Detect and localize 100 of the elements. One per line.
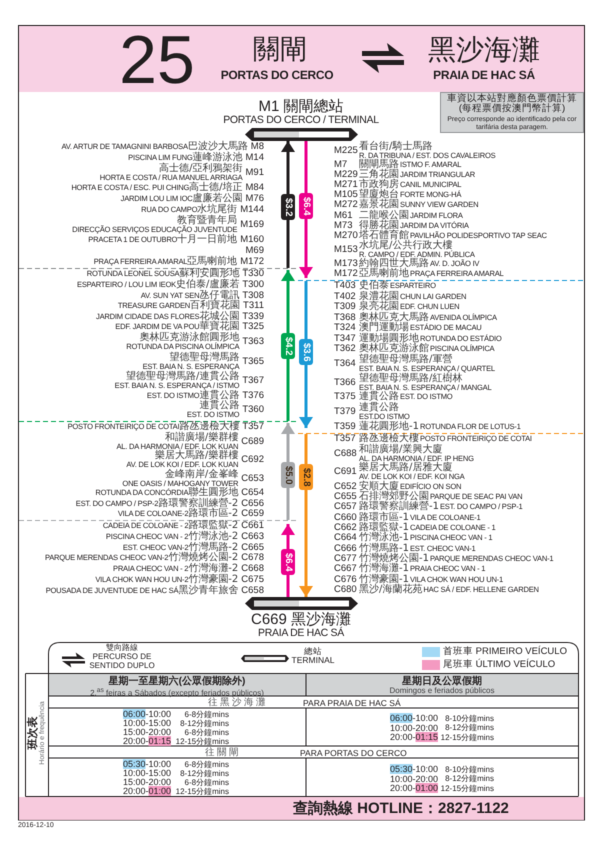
stop-name: 看台街/騎士馬路 — [359, 142, 434, 152]
stop-name: 路環監獄-1 — [359, 522, 409, 533]
fare-tag: $4.2 — [281, 333, 295, 359]
terminus-name: PORTAS DO CERCO — [220, 69, 334, 82]
direction-heading: 往關閘 — [205, 748, 241, 758]
stop-name: 路氹邊檢大樓 — [359, 434, 419, 444]
route-arrow — [281, 423, 295, 462]
headway-text: 6-8分鐘mins — [184, 778, 229, 786]
stop-code: M169 — [240, 220, 264, 230]
route-line — [286, 220, 290, 268]
route-line — [286, 575, 290, 597]
fare-tag: $3.2 — [281, 194, 295, 220]
stop-name: 約翰四世大馬路 — [359, 258, 429, 269]
stop-code: C655 — [334, 492, 358, 502]
stop-name: 竹灣燒烤公園-2 — [168, 553, 238, 564]
stop-name: 塔石體育館 — [359, 230, 409, 241]
stop-name: 教育暨青年局 — [177, 216, 238, 226]
stop-code: T362 — [334, 344, 357, 354]
time-range: 15:00-20:00 — [122, 777, 172, 787]
time-range: 20:00-01:00 — [390, 783, 438, 793]
stop-name: 竹灣豪園-1 — [359, 574, 409, 584]
stop-code: C663 — [241, 532, 264, 542]
stop-name: 望德聖母灣馬路/軍營 — [359, 354, 454, 365]
route-arrow — [299, 490, 313, 597]
stop-name: 竹灣海灘-1 — [359, 564, 409, 574]
stop-name: 氹仔電訊 — [199, 290, 240, 301]
stop-code: M61 — [334, 210, 354, 221]
stop-name: 和諧廣場/業興大廈 — [359, 444, 444, 455]
stop-name: 得勝花園 — [359, 220, 399, 231]
direction-heading: PARA PORTAS DO CERCO — [300, 748, 407, 758]
stop-name: 安順大廈 — [359, 482, 399, 492]
stop-code: C676 — [334, 574, 358, 584]
time-range: 05:30-10:00 — [122, 759, 172, 769]
stop-name: 二龍喉公園 — [359, 210, 409, 221]
fare-note-panel — [440, 92, 584, 133]
stop-name: 奧林匹克游泳館 — [359, 344, 429, 354]
stop-name: 竹灣泳池-1 — [359, 533, 409, 544]
stop-code: T379 — [334, 407, 357, 418]
stop-name: 望德聖母灣馬路 — [169, 352, 240, 362]
stop-name: 連貫公路 — [359, 392, 399, 402]
stop-name: 連貫公路 — [199, 390, 240, 401]
route-arrow — [299, 219, 313, 278]
column-heading: 2.$^{as}$ feiras a Sábados (excepto feriados públicos) — [90, 686, 264, 698]
stop-code: C677 — [334, 554, 358, 564]
stop-code: M69 — [246, 246, 264, 256]
time-range: 05:30-10:00 — [390, 764, 438, 774]
stop-name: 蓮花圓形地-1 — [359, 422, 419, 432]
stop-code: C657 — [334, 502, 358, 512]
stop-code: M229 — [334, 170, 359, 180]
stop-name: 路環市區-2 — [188, 508, 238, 519]
headway-text: 6-8分鐘mins — [184, 760, 229, 768]
stop-code: T363 — [242, 337, 264, 348]
stop-code: T308 — [242, 290, 264, 301]
headway-text: 12-15分鐘mins — [440, 732, 494, 742]
hotline-text: 查詢熱線 HOTLINE：2827-1122 — [293, 800, 509, 817]
time-range: 06:00-10:00 — [122, 709, 172, 719]
time-range: 10:00-20:00 — [390, 774, 438, 784]
stop-code: M73 — [334, 220, 354, 231]
stop-code: T403 — [334, 281, 357, 292]
stop-code: T364 — [334, 358, 357, 369]
stop-name: 十月一日前地 — [177, 235, 238, 246]
fare-tag: $3.6 — [299, 339, 313, 365]
stop-code: T368 — [334, 312, 357, 323]
stop-name: 運動場圓形地 — [359, 334, 419, 344]
stop-name: 史伯泰/盧廉若 — [176, 280, 240, 290]
terminal-name: M1 關閘總站 — [258, 99, 344, 114]
route-number: 25 — [118, 26, 196, 94]
stop-code: C652 — [334, 482, 358, 492]
stop-code: C656 — [241, 498, 264, 509]
stop-code: T357 — [242, 422, 264, 432]
terminus-name: 黑沙海灘 — [427, 36, 541, 64]
stop-name: 百利寶花園 — [190, 301, 240, 312]
direction-heading: PARA PRAIA DE HAC SÁ — [303, 698, 401, 708]
stop-name: 路氹邊檢大樓 — [179, 422, 240, 432]
stop-name: 連貫公路 — [359, 403, 400, 414]
stop-code: M172 — [240, 256, 264, 267]
stop-code: C675 — [241, 574, 264, 585]
stop-name: 路環警察訓練營-1 — [359, 502, 439, 512]
stop-code: M84 — [246, 183, 264, 194]
stop-name: 和諧廣場/樂群樓 — [164, 432, 238, 443]
stop-name: 樂居大馬路/居雅大廈 — [359, 463, 454, 474]
stop-name: 竹灣泳池-2 — [188, 532, 238, 542]
stop-code: T347 — [334, 334, 357, 344]
route-arrow — [281, 524, 295, 549]
stop-name: 高士德/亞利鴉架街 — [159, 164, 243, 174]
terminal-name: PRAIA DE HAC SÁ — [258, 627, 344, 639]
stop-code: C662 — [334, 522, 358, 533]
stop-name: 水坑尾/公共行政大樓 — [359, 240, 452, 251]
stop-name: 蓮峰游泳池 — [192, 153, 243, 164]
stop-name: 望德聖母灣馬路/連貫公路 — [126, 372, 240, 382]
direction-heading: 往黑沙海灘 — [208, 698, 268, 708]
time-range: 20:00-01:00 — [122, 786, 172, 796]
stop-code: T300 — [242, 280, 264, 290]
stop-name: 樂居大馬路/樂群樓 — [154, 451, 238, 462]
stop-code: C667 — [334, 564, 358, 574]
terminal-name: PORTAS DO CERCO / TERMINAL — [223, 114, 379, 126]
fare-tag: $6.4 — [281, 549, 295, 575]
stop-code: C680 — [334, 584, 358, 595]
stop-name: 高士德/培正 — [189, 183, 243, 194]
headway-text: 6-8分鐘mins — [184, 728, 229, 736]
